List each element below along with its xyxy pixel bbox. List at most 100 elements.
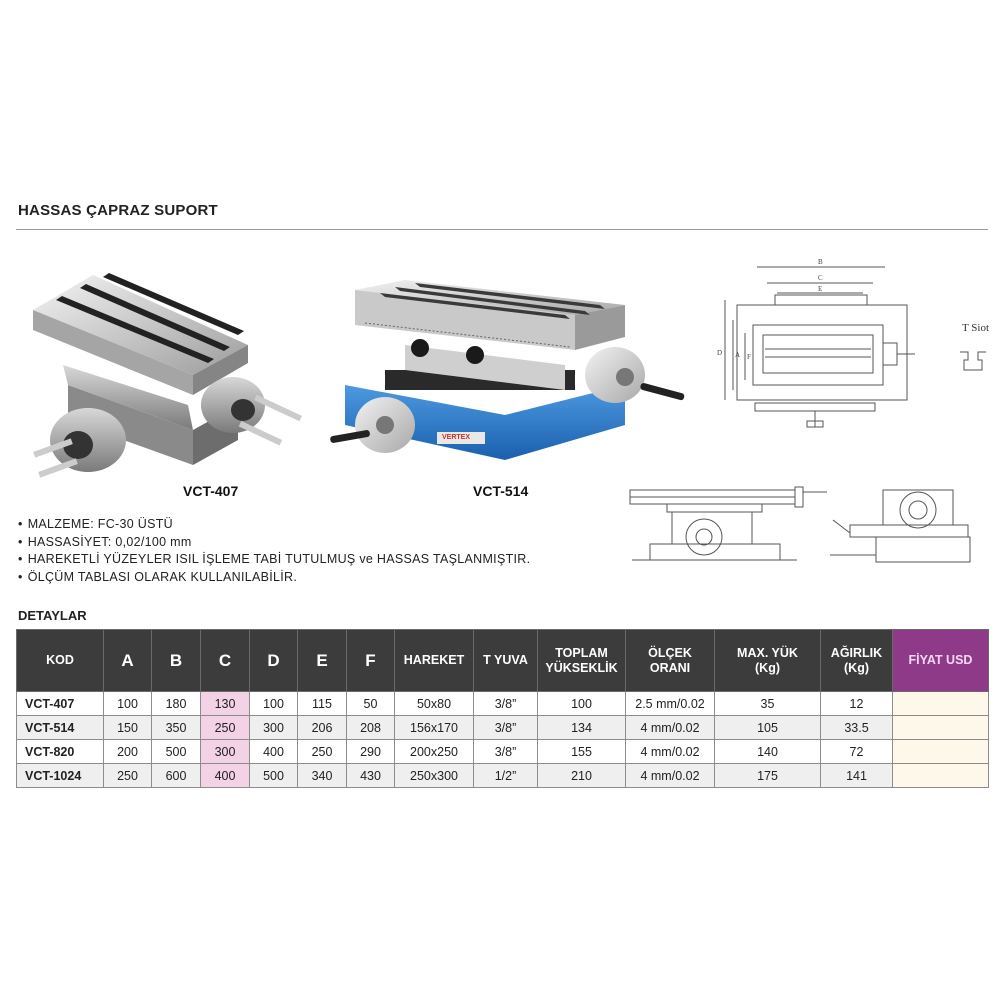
cell-b: 600: [151, 763, 201, 788]
cell-e: 340: [297, 763, 347, 788]
dim-label-e: E: [818, 285, 822, 293]
product-label-vct-514: VCT-514: [473, 483, 529, 499]
col-header-e: E: [297, 629, 347, 692]
cell-a: 200: [103, 739, 152, 764]
tslot-profile-icon: [958, 348, 988, 383]
cell-fiyat: [892, 739, 989, 764]
cell-tyuva: 1/2”: [473, 763, 538, 788]
cell-agirlik: 33.5: [820, 715, 893, 740]
details-heading: DETAYLAR: [18, 608, 87, 623]
cell-f: 430: [346, 763, 395, 788]
page-title: HASSAS ÇAPRAZ SUPORT: [18, 202, 218, 219]
col-header-olcek-line1: ÖLÇEK: [648, 645, 692, 660]
feature-item: HAREKETLİ YÜZEYLER ISIL İŞLEME TABİ TUTU…: [18, 551, 530, 569]
col-header-d: D: [249, 629, 298, 692]
col-header-agirlik-line2: (Kg): [844, 660, 869, 675]
col-header-maxyuk: MAX. YÜK(Kg): [714, 629, 821, 692]
cell-b: 180: [151, 691, 201, 716]
cell-kod: VCT-820: [16, 739, 104, 764]
cell-e: 206: [297, 715, 347, 740]
dim-label-d: D: [717, 349, 722, 357]
cell-d: 400: [249, 739, 298, 764]
col-header-a: A: [103, 629, 152, 692]
cell-kod: VCT-407: [16, 691, 104, 716]
feature-item: ÖLÇÜM TABLASI OLARAK KULLANILABİLİR.: [18, 569, 530, 587]
cell-fiyat: [892, 763, 989, 788]
cell-hareket: 156x170: [394, 715, 474, 740]
cell-fiyat: [892, 691, 989, 716]
cell-maxyuk: 140: [714, 739, 821, 764]
col-header-b: B: [151, 629, 201, 692]
cell-olcek: 4 mm/0.02: [625, 739, 715, 764]
feature-item: MALZEME: FC-30 ÜSTÜ: [18, 516, 530, 534]
technical-drawing-front-view: [622, 485, 832, 575]
product-photo-vct-514: [325, 275, 695, 475]
cell-maxyuk: 175: [714, 763, 821, 788]
cell-fiyat: [892, 715, 989, 740]
cell-olcek: 4 mm/0.02: [625, 715, 715, 740]
dim-label-c: C: [818, 274, 823, 282]
cell-kod: VCT-514: [16, 715, 104, 740]
dim-label-b: B: [818, 258, 823, 266]
cell-toplam: 210: [537, 763, 626, 788]
cell-c: 300: [200, 739, 250, 764]
dim-label-a: A: [735, 351, 740, 359]
dim-label-f: F: [747, 353, 751, 361]
cell-hareket: 200x250: [394, 739, 474, 764]
technical-drawing-top-view: B C E D A F: [715, 245, 925, 435]
cell-maxyuk: 35: [714, 691, 821, 716]
technical-drawing-side-view: [828, 485, 973, 575]
cell-e: 115: [297, 691, 347, 716]
col-header-fiyat: FİYAT USD: [892, 629, 989, 692]
cell-b: 350: [151, 715, 201, 740]
cell-agirlik: 141: [820, 763, 893, 788]
cell-a: 250: [103, 763, 152, 788]
cell-toplam: 100: [537, 691, 626, 716]
col-header-tyuva: T YUVA: [473, 629, 538, 692]
cell-olcek: 2.5 mm/0.02: [625, 691, 715, 716]
cell-olcek: 4 mm/0.02: [625, 763, 715, 788]
cell-f: 50: [346, 691, 395, 716]
col-header-agirlik: AĞIRLIK(Kg): [820, 629, 893, 692]
product-photo-vct-407: [18, 255, 318, 500]
title-divider: [16, 229, 988, 230]
cell-maxyuk: 105: [714, 715, 821, 740]
cell-toplam: 134: [537, 715, 626, 740]
tslot-label: T Siot: [962, 322, 990, 334]
cell-e: 250: [297, 739, 347, 764]
cell-a: 150: [103, 715, 152, 740]
cell-f: 208: [346, 715, 395, 740]
cell-toplam: 155: [537, 739, 626, 764]
col-header-f: F: [346, 629, 395, 692]
brand-plate: VERTEX: [442, 434, 471, 441]
cell-f: 290: [346, 739, 395, 764]
cell-agirlik: 12: [820, 691, 893, 716]
cell-hareket: 250x300: [394, 763, 474, 788]
product-label-vct-407: VCT-407: [183, 483, 239, 499]
col-header-c: C: [200, 629, 250, 692]
cell-c: 250: [200, 715, 250, 740]
cell-tyuva: 3/8”: [473, 715, 538, 740]
col-header-maxyuk-line2: (Kg): [755, 660, 780, 675]
cell-d: 300: [249, 715, 298, 740]
cell-c: 130: [200, 691, 250, 716]
cell-d: 100: [249, 691, 298, 716]
cell-tyuva: 3/8”: [473, 691, 538, 716]
cell-a: 100: [103, 691, 152, 716]
col-header-toplam-line1: TOPLAM: [555, 645, 608, 660]
cell-b: 500: [151, 739, 201, 764]
feature-item: HASSASİYET: 0,02/100 mm: [18, 534, 530, 552]
cell-kod: VCT-1024: [16, 763, 104, 788]
col-header-maxyuk-line1: MAX. YÜK: [737, 645, 798, 660]
col-header-olcek-line2: ORANI: [649, 660, 691, 675]
cell-hareket: 50x80: [394, 691, 474, 716]
col-header-toplam-line2: YÜKSEKLİK: [545, 660, 618, 675]
